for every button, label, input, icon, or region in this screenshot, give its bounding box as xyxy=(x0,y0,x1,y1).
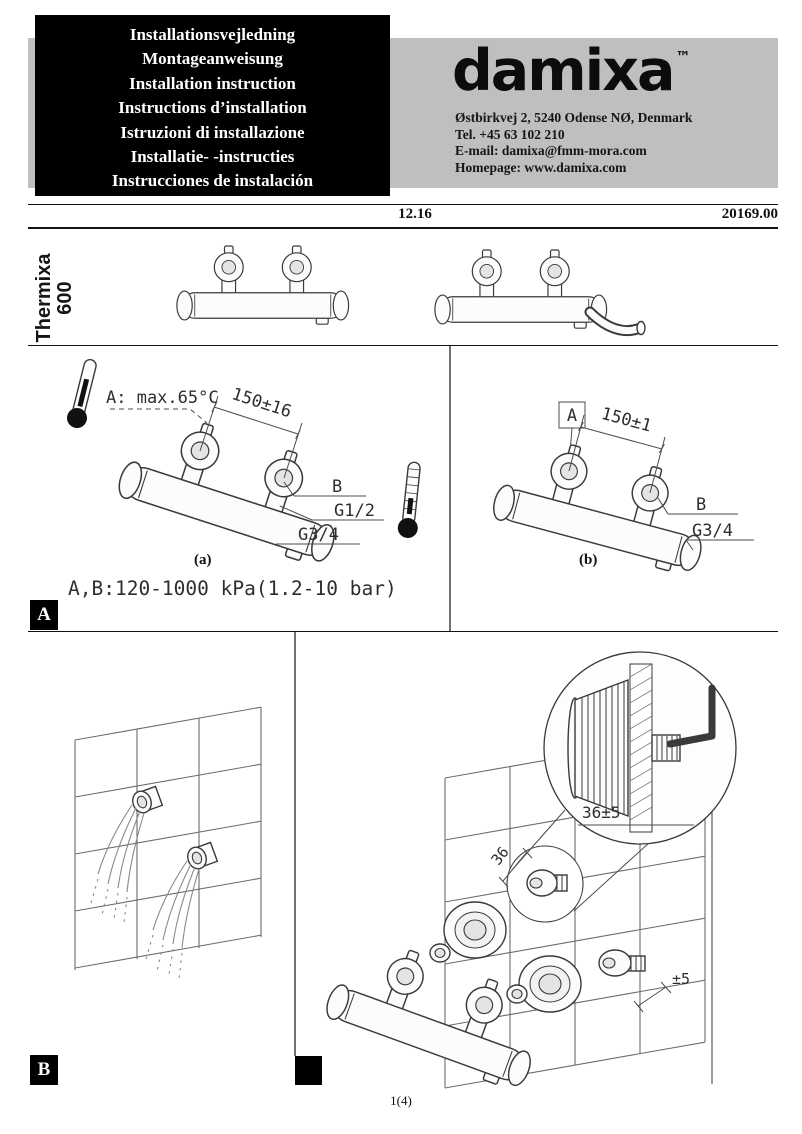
section-a-label: A xyxy=(30,600,58,630)
thread-g12-label: G1/2 xyxy=(334,501,375,521)
language-title-block: Installationsvejledning Montageanweisung… xyxy=(35,15,390,196)
water-spray-1 xyxy=(97,804,145,893)
section-divider-marker xyxy=(295,1056,322,1085)
installation-drawing: ±5 36 xyxy=(320,651,737,1094)
rule-top xyxy=(28,204,778,205)
rule-products xyxy=(28,345,778,346)
language-line-fr: Instructions d’installation xyxy=(118,98,307,118)
section-a-letter: A xyxy=(37,604,51,625)
section-b-letter: B xyxy=(37,1059,51,1080)
language-line-da: Installationsvejledning xyxy=(129,25,296,44)
language-line-en: Installation instruction xyxy=(129,73,296,93)
mixer-drawing-b xyxy=(488,428,720,579)
pipe-nipple xyxy=(651,734,681,762)
product-thumbnails xyxy=(176,245,646,337)
allen-key-icon xyxy=(666,684,716,748)
thread-g34-label: G3/4 xyxy=(298,525,339,545)
section-b-drawings: ±5 36 xyxy=(74,632,737,1094)
trademark-symbol: ™ xyxy=(675,48,691,66)
pipe-outlet-1 xyxy=(132,785,164,814)
phone-line: Tel. +45 63 102 210 xyxy=(455,126,565,142)
language-line-es: Instrucciones de instalación xyxy=(111,171,314,191)
caption-a: (a) xyxy=(194,552,212,568)
flush-pipes-drawing xyxy=(74,706,262,980)
email-line: E-mail: damixa@fmm-mora.com xyxy=(455,143,647,158)
water-spray-2 xyxy=(152,860,200,949)
company-address-block: Østbirkvej 2, 5240 Odense NØ, Denmark Te… xyxy=(455,110,692,176)
depth-dimension-label: 36 xyxy=(487,843,512,868)
thumbnail-shower-mixer xyxy=(176,245,350,325)
pressure-note: A,B:120-1000 kPa(1.2-10 bar) xyxy=(68,577,397,600)
escutcheon-2 xyxy=(518,955,582,1013)
address-line: Østbirkvej 2, 5240 Odense NØ, Denmark xyxy=(455,110,693,125)
dimension-150-16: 150±16 xyxy=(229,384,294,422)
section-b-label: B xyxy=(30,1055,58,1085)
detail-circle: 36±5 xyxy=(543,651,737,845)
eccentric-cone xyxy=(574,678,629,818)
escutcheon-1 xyxy=(443,901,507,959)
doc-number: 20169.00 xyxy=(721,206,778,222)
port-b-label-2: B xyxy=(696,495,706,515)
thread-g34-label-2: G3/4 xyxy=(692,521,733,541)
language-line-nl: Installatie- -instructies xyxy=(130,147,295,167)
pipe-outlet-2 xyxy=(187,841,219,870)
detail-dimension-label: 36±5 xyxy=(582,803,621,822)
thermometer-scale-icon xyxy=(397,461,421,538)
page-number: 1(4) xyxy=(390,1093,412,1108)
product-name: Thermixa 600 xyxy=(33,252,76,344)
port-b-label: B xyxy=(332,477,342,497)
language-line-de: Montageanweisung xyxy=(142,49,283,69)
thumbnail-bath-mixer xyxy=(434,249,646,337)
port-a-label: A xyxy=(567,406,577,426)
gasket-2 xyxy=(506,984,528,1004)
caption-b: (b) xyxy=(579,552,597,568)
homepage-line: Homepage: www.damixa.com xyxy=(455,159,627,175)
product-model-text: 600 xyxy=(54,281,76,315)
max-temp-label: A: max.65°C xyxy=(106,388,219,408)
product-name-text: Thermixa xyxy=(33,253,55,343)
issue-date: 12.16 xyxy=(398,206,432,222)
section-a-drawings: A: max.65°C 150±16 B G1/2 G3/4 xyxy=(67,346,754,631)
rule-section-a xyxy=(28,631,778,632)
dimension-150-1: 150±1 xyxy=(599,404,654,437)
rule-header xyxy=(28,227,778,229)
tolerance-dimension-label: ±5 xyxy=(672,970,690,988)
thermometer-hot-icon xyxy=(67,358,97,428)
language-line-it: Istruzioni di installazione xyxy=(120,122,305,142)
eccentric-union-1 xyxy=(526,869,568,897)
eccentric-union-2 xyxy=(598,949,646,977)
gasket-1 xyxy=(429,943,451,963)
logo-text: damixa xyxy=(452,38,675,104)
